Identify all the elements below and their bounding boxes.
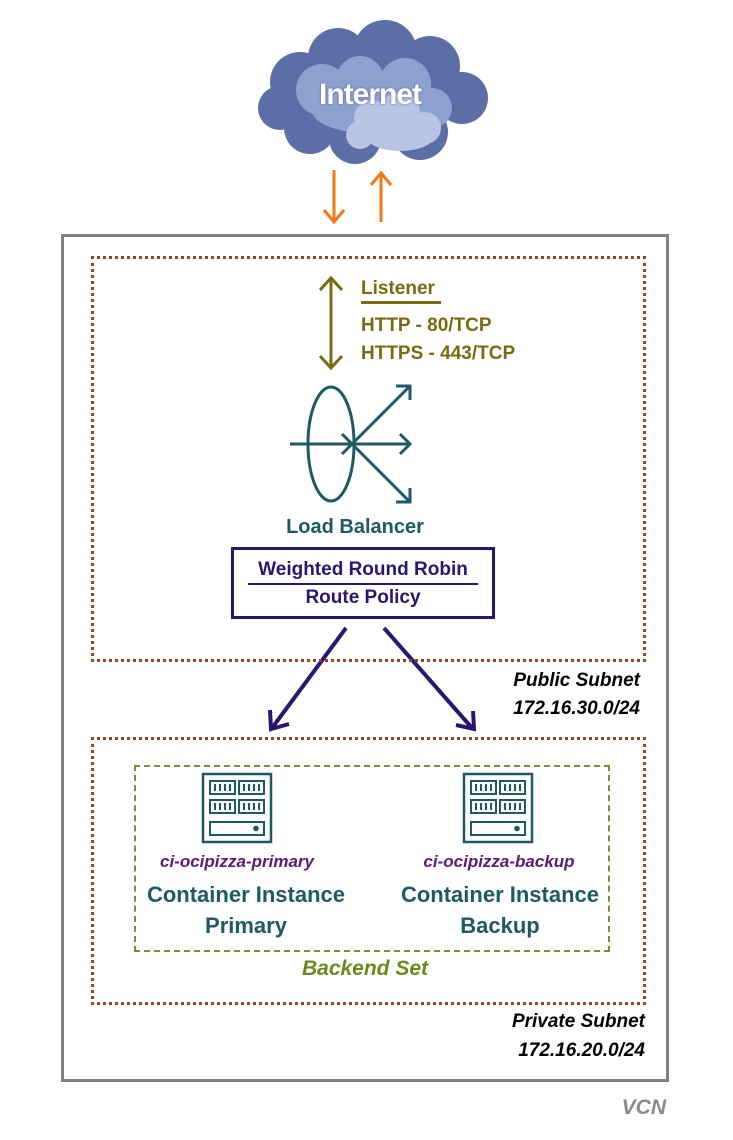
public-subnet-name: Public Subnet: [513, 670, 640, 691]
instance-title-backup-line2: Backup: [460, 913, 540, 938]
listener-protocol-http: HTTP - 80/TCP: [361, 315, 492, 336]
listener-title-underline: [361, 301, 441, 304]
listener-protocol-https: HTTPS - 443/TCP: [361, 343, 516, 364]
route-policy-divider: [248, 583, 478, 585]
instance-name-backup: ci-ocipizza-backup: [423, 852, 575, 871]
backend-set-label: Backend Set: [301, 957, 429, 980]
load-balancer-icon: [290, 384, 413, 504]
internet-label: Internet: [318, 78, 422, 111]
instance-title-primary: Container Instance Primary: [130, 879, 362, 941]
private-subnet-boundary: [91, 737, 646, 1005]
instance-name-primary: ci-ocipizza-primary: [160, 852, 314, 871]
instance-title-backup: Container Instance Backup: [384, 879, 616, 941]
listener-arrow: [318, 275, 344, 371]
public-subnet-cidr: 172.16.30.0/24: [513, 698, 640, 719]
instance-title-backup-line1: Container Instance: [400, 882, 600, 907]
route-arrows: [268, 626, 477, 732]
internet-traffic-arrows: [322, 170, 393, 225]
load-balancer-label: Load Balancer: [286, 516, 424, 538]
instance-title-primary-line1: Container Instance: [146, 882, 346, 907]
listener-title: Listener: [361, 278, 435, 299]
server-icon-primary: [201, 772, 273, 844]
backend-set-boundary: [134, 765, 610, 952]
route-policy-caption: Route Policy: [305, 587, 421, 608]
private-subnet-name: Private Subnet: [511, 1011, 645, 1032]
server-icon-backup: [462, 772, 534, 844]
vcn-label: VCN: [621, 1096, 666, 1119]
private-subnet-cidr: 172.16.20.0/24: [518, 1040, 645, 1061]
vcn-boundary: [61, 234, 669, 1082]
route-policy-name: Weighted Round Robin: [258, 559, 468, 580]
route-policy-box: Weighted Round Robin Route Policy: [231, 547, 495, 619]
public-subnet-boundary: [91, 256, 646, 662]
internet-cloud-icon: [258, 20, 488, 164]
instance-title-primary-line2: Primary: [205, 913, 287, 938]
